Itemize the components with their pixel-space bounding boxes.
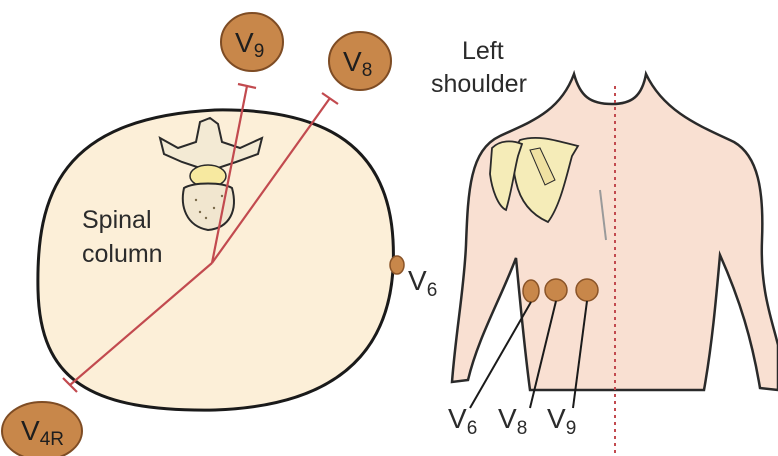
spinal-label-line2: column [82, 240, 163, 268]
spinal-label-line1: Spinal [82, 206, 152, 234]
v9-electrode-back [576, 279, 598, 301]
shoulder-label-line1: Left [462, 37, 504, 65]
v6-side-label: V6 [408, 265, 437, 301]
shoulder-label-line2: shoulder [431, 70, 527, 98]
bottom-v9-label: V9 [547, 403, 576, 439]
v8-lead-badge: V8 [329, 32, 391, 90]
chest-cross-section: Spinal column V6 [38, 84, 437, 410]
v6-electrode-side [390, 256, 404, 274]
v8-vector-cap [322, 93, 338, 104]
v9-lead-badge: V9 [221, 13, 283, 71]
v4r-lead-badge: V4R [2, 402, 82, 456]
v8-electrode-back [545, 279, 567, 301]
v6-electrode-back [523, 280, 539, 302]
bottom-v6-label: V6 [448, 403, 477, 439]
back-view: V6 V8 V9 Left shoulder [431, 37, 778, 456]
bottom-v8-label: V8 [498, 403, 527, 439]
